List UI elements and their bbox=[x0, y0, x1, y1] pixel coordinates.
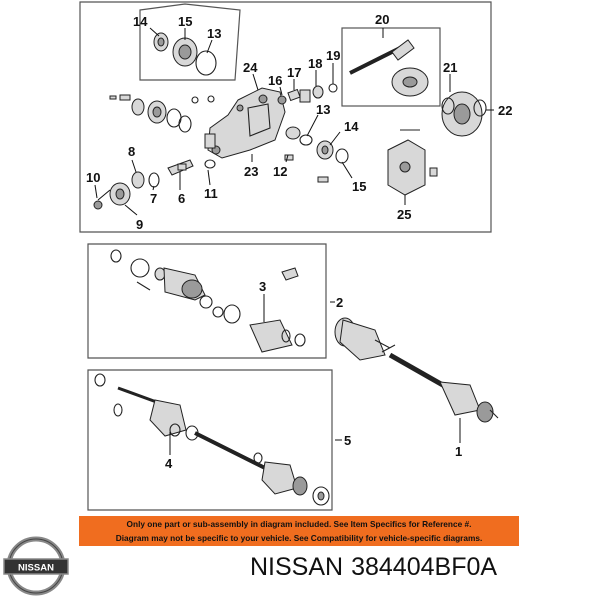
callout-19: 19 bbox=[326, 48, 340, 63]
differential-panel bbox=[79, 1, 492, 233]
differential-parts bbox=[93, 32, 487, 210]
nissan-logo: NISSAN bbox=[3, 536, 69, 596]
callout-6: 6 bbox=[178, 191, 185, 206]
callout-2: 2 bbox=[336, 295, 343, 310]
callout-14b: 14 bbox=[344, 119, 359, 134]
callout-18: 18 bbox=[308, 56, 322, 71]
right-axle-leaders bbox=[169, 432, 342, 455]
right-axle-panel bbox=[87, 369, 333, 511]
callout-1: 1 bbox=[455, 444, 462, 459]
notice-line-2: Diagram may not be specific to your vehi… bbox=[115, 533, 483, 543]
callout-7: 7 bbox=[150, 191, 157, 206]
callout-22: 22 bbox=[498, 103, 512, 118]
callout-10: 10 bbox=[86, 170, 100, 185]
callout-21: 21 bbox=[443, 60, 457, 75]
differential-callouts: 14 15 13 24 16 17 18 19 20 21 22 13 14 1… bbox=[86, 12, 512, 232]
logo-text: NISSAN bbox=[18, 563, 54, 574]
callout-3: 3 bbox=[259, 279, 266, 294]
part-number: 384404BF0A bbox=[351, 553, 498, 581]
left-axle-panel bbox=[87, 243, 499, 423]
callout-20: 20 bbox=[375, 12, 389, 27]
callout-9: 9 bbox=[136, 217, 143, 232]
callout-13b: 13 bbox=[316, 102, 330, 117]
left-axle-callouts: 3 2 1 bbox=[259, 279, 462, 459]
callout-23: 23 bbox=[244, 164, 258, 179]
brand-name: NISSAN bbox=[250, 553, 344, 581]
right-axle-callouts: 4 5 bbox=[165, 433, 351, 471]
callout-25: 25 bbox=[397, 207, 411, 222]
notice-line-1: Only one part or sub-assembly in diagram… bbox=[126, 519, 472, 529]
callout-17: 17 bbox=[287, 65, 301, 80]
callout-12: 12 bbox=[273, 164, 287, 179]
callout-13a: 13 bbox=[207, 26, 221, 41]
callout-14a: 14 bbox=[133, 14, 148, 29]
callout-5: 5 bbox=[344, 433, 351, 448]
callout-16: 16 bbox=[268, 73, 282, 88]
notice-banner: Only one part or sub-assembly in diagram… bbox=[79, 516, 519, 546]
callout-4: 4 bbox=[165, 456, 173, 471]
callout-15a: 15 bbox=[178, 14, 192, 29]
differential-leaders bbox=[94, 27, 494, 216]
left-axle-leaders bbox=[263, 294, 461, 443]
callout-8: 8 bbox=[128, 144, 135, 159]
callout-11: 11 bbox=[204, 186, 218, 201]
callout-24: 24 bbox=[243, 60, 258, 75]
callout-15b: 15 bbox=[352, 179, 366, 194]
